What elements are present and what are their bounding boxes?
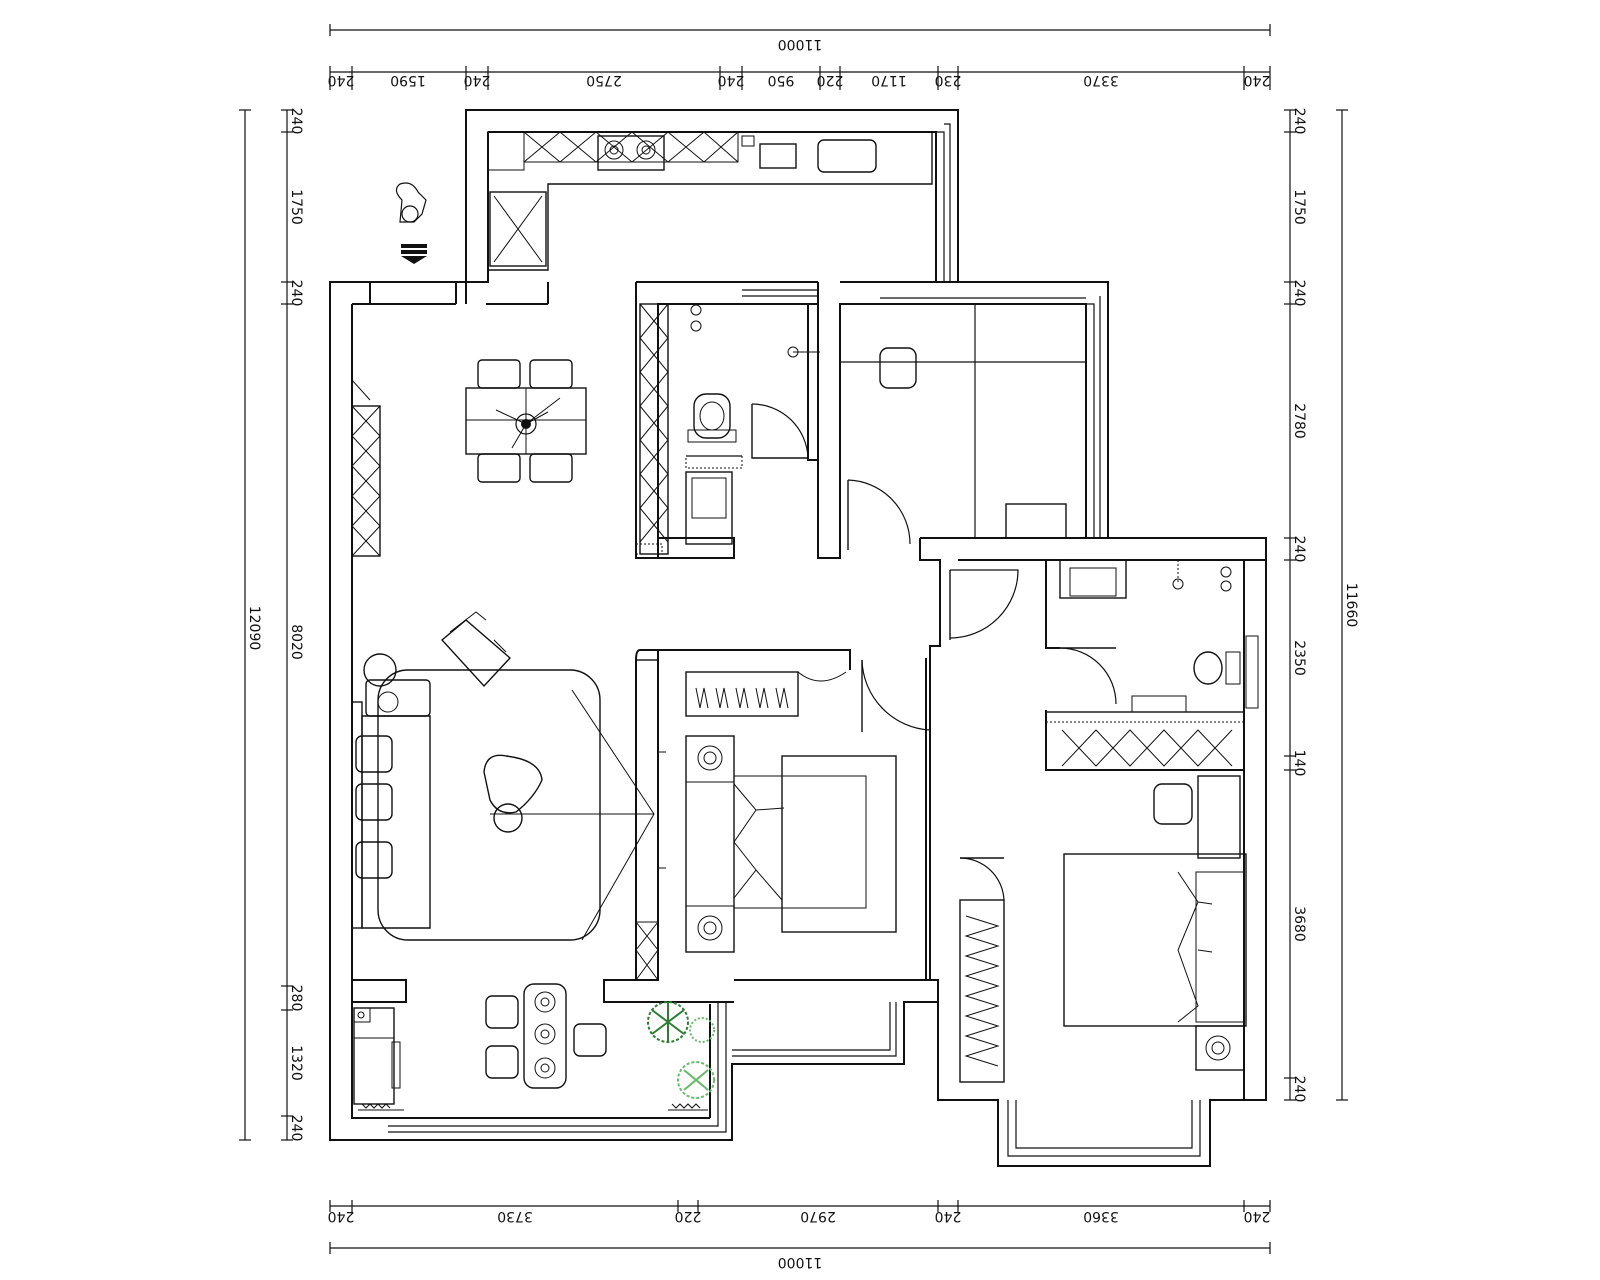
dim-top-seg: 2750 [586, 72, 622, 88]
double-bed-icon [781, 755, 897, 933]
dining-table [465, 359, 587, 483]
dimension-top: 11000 240 1590 240 2750 240 950 220 1170… [328, 24, 1271, 90]
desk-icon [1005, 503, 1067, 539]
dim-top-seg: 1170 [871, 72, 907, 88]
double-bed-icon [1063, 853, 1247, 1027]
armchair-icon [440, 619, 512, 688]
dim-right-seg: 140 [1291, 750, 1307, 777]
dim-bottom-seg: 3360 [1083, 1208, 1119, 1224]
dim-bottom-seg: 240 [935, 1208, 962, 1224]
kitchen [487, 131, 933, 271]
wardrobe-icon [959, 899, 1005, 1083]
balcony [353, 983, 715, 1111]
dimension-bottom: 240 3730 220 2970 240 3360 240 11000 [328, 1200, 1271, 1270]
dim-left-seg: 240 [288, 1115, 304, 1142]
tea-table-icon [523, 983, 567, 1089]
dim-right-total: 11660 [1343, 583, 1359, 628]
living-room [351, 611, 655, 941]
doors [751, 403, 1117, 901]
dim-right-seg: 2780 [1291, 403, 1307, 439]
bathroom-1 [635, 304, 820, 555]
microwave-icon [759, 143, 797, 169]
dim-bottom-total: 11000 [778, 1254, 823, 1270]
dim-top-seg: 1590 [390, 72, 426, 88]
stove-icon [597, 135, 665, 171]
bathroom-2 [1045, 559, 1259, 771]
dim-left-seg: 1750 [288, 189, 304, 225]
fridge-icon [489, 191, 547, 267]
bathroom-cabinet [639, 303, 669, 555]
dimension-right: 240 1750 240 2780 240 2350 140 3680 240 … [1284, 108, 1359, 1103]
dim-top-seg: 950 [768, 72, 795, 88]
dim-right-seg: 240 [1291, 536, 1307, 563]
chair-icon [879, 347, 917, 389]
dim-right-seg: 3680 [1291, 906, 1307, 942]
dim-top-total: 11000 [778, 36, 823, 52]
dim-right-seg: 240 [1291, 280, 1307, 307]
dim-right-seg: 240 [1291, 1076, 1307, 1103]
dim-left-seg: 280 [288, 985, 304, 1012]
dim-bottom-seg: 240 [1244, 1208, 1271, 1224]
dim-right-seg: 240 [1291, 108, 1307, 135]
carpet-icon [377, 669, 601, 941]
dim-left-total: 12090 [246, 606, 262, 651]
dim-bottom-seg: 220 [675, 1208, 702, 1224]
dim-bottom-seg: 240 [328, 1208, 355, 1224]
dim-top-seg: 240 [328, 72, 355, 88]
shower-tray-icon [685, 471, 733, 545]
dim-top-seg: 3370 [1083, 72, 1119, 88]
master-bedroom [959, 775, 1247, 1083]
kitchen-sink-icon [817, 139, 877, 173]
dim-top-seg: 230 [935, 72, 962, 88]
dim-left-seg: 240 [288, 280, 304, 307]
study-room [840, 304, 1086, 539]
dim-top-seg: 220 [817, 72, 844, 88]
toilet-icon [1193, 651, 1223, 685]
dim-left-seg: 8020 [288, 624, 304, 660]
toilet-icon [693, 393, 731, 439]
dim-bottom-seg: 3730 [497, 1208, 533, 1224]
dim-left-seg: 240 [288, 108, 304, 135]
dim-top-seg: 240 [464, 72, 491, 88]
walls [329, 109, 1267, 1167]
entrance-arrow-icon [395, 182, 427, 264]
dim-top-seg: 240 [718, 72, 745, 88]
plant-icon [647, 1001, 715, 1099]
dim-top-seg: 240 [1244, 72, 1271, 88]
dimension-left: 12090 240 1750 240 8020 280 1320 240 [239, 108, 304, 1142]
dim-bottom-seg: 2970 [800, 1208, 836, 1224]
tv-cabinet [635, 659, 666, 981]
dim-left-seg: 1320 [288, 1045, 304, 1081]
wall-cabinet [351, 379, 381, 557]
chair-icon [1153, 783, 1193, 825]
dressing-table-icon [1197, 775, 1241, 859]
bedroom-2 [685, 671, 897, 953]
wardrobe-icon [685, 671, 799, 717]
dim-right-seg: 2350 [1291, 640, 1307, 676]
dim-right-seg: 1750 [1291, 189, 1307, 225]
